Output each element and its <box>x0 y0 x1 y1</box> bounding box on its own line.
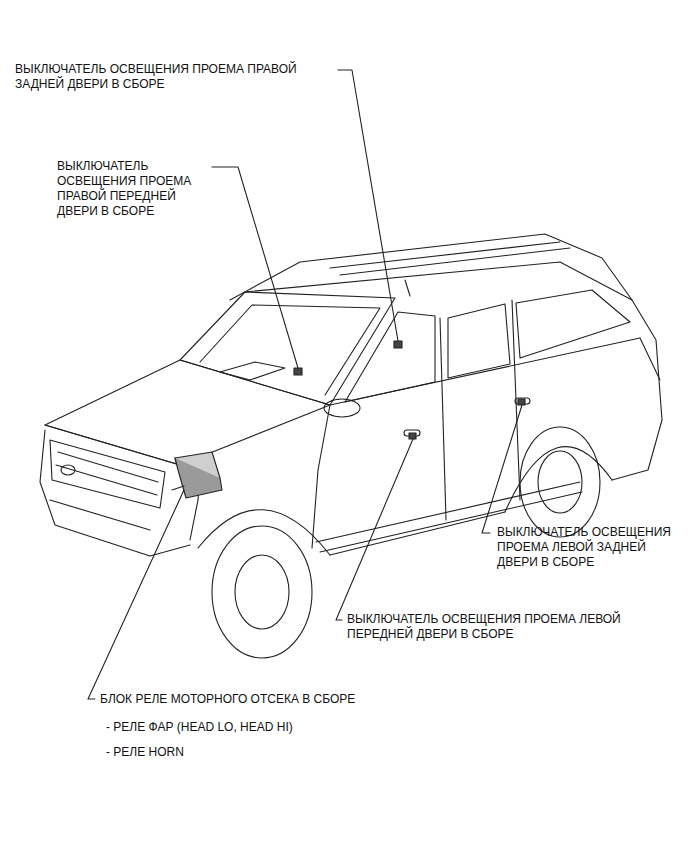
door-seam <box>440 318 446 520</box>
hood <box>45 360 330 465</box>
bumper-line <box>50 500 150 530</box>
fender-edge <box>312 405 330 548</box>
leader-line <box>212 167 298 368</box>
side-mirror <box>324 399 360 417</box>
front-rim <box>235 555 289 629</box>
grille-bars <box>56 452 158 495</box>
door-switch <box>409 433 416 439</box>
front-door-window <box>345 312 435 402</box>
door-handle <box>515 398 530 404</box>
dashboard-vent <box>220 362 285 380</box>
antenna <box>405 280 410 296</box>
leader-line <box>88 490 184 699</box>
front-tire <box>212 526 312 658</box>
roof-rail <box>330 242 570 275</box>
door-switch <box>518 399 525 405</box>
quarter-window <box>516 290 630 358</box>
door-switch <box>394 341 402 348</box>
part-label: - РЕЛЕ HORN <box>106 745 526 760</box>
rear-door-window <box>448 304 510 378</box>
windshield <box>180 292 395 405</box>
part-label: ВЫКЛЮЧАТЕЛЬ ОСВЕЩЕНИЯ ПРОЕМА ПРАВОЙ ПЕРЕ… <box>57 159 207 219</box>
part-label: БЛОК РЕЛЕ МОТОРНОГО ОТСЕКА В СБОРЕ <box>100 692 520 707</box>
relay-block-wire <box>172 486 184 490</box>
grille <box>50 440 165 508</box>
windshield-inner <box>200 305 380 395</box>
leader-line <box>336 439 413 620</box>
relay-block-side <box>175 458 222 498</box>
part-label: ВЫКЛЮЧАТЕЛЬ ОСВЕЩЕНИЯ ПРОЕМА ПРАВОЙ ЗАДН… <box>15 62 335 92</box>
emblem <box>61 465 75 475</box>
roof-outline <box>230 234 632 300</box>
part-label: - РЕЛЕ ФАР (HEAD LO, HEAD HI) <box>106 720 526 735</box>
rear-body <box>612 300 662 480</box>
part-label: ВЫКЛЮЧАТЕЛЬ ОСВЕЩЕНИЯ ПРОЕМА ЛЕВОЙ ЗАДНЕ… <box>497 525 677 570</box>
front-wheel-arch <box>198 510 330 555</box>
leader-line <box>338 70 398 341</box>
front-face <box>45 425 200 540</box>
door-switch <box>294 368 302 375</box>
part-label: ВЫКЛЮЧАТЕЛЬ ОСВЕЩЕНИЯ ПРОЕМА ЛЕВОЙ ПЕРЕД… <box>347 612 667 642</box>
rear-rim <box>538 451 582 513</box>
leader-line <box>482 405 522 533</box>
rear-lamp <box>640 338 660 380</box>
front-bumper <box>40 430 190 556</box>
rear-tire <box>520 427 600 537</box>
